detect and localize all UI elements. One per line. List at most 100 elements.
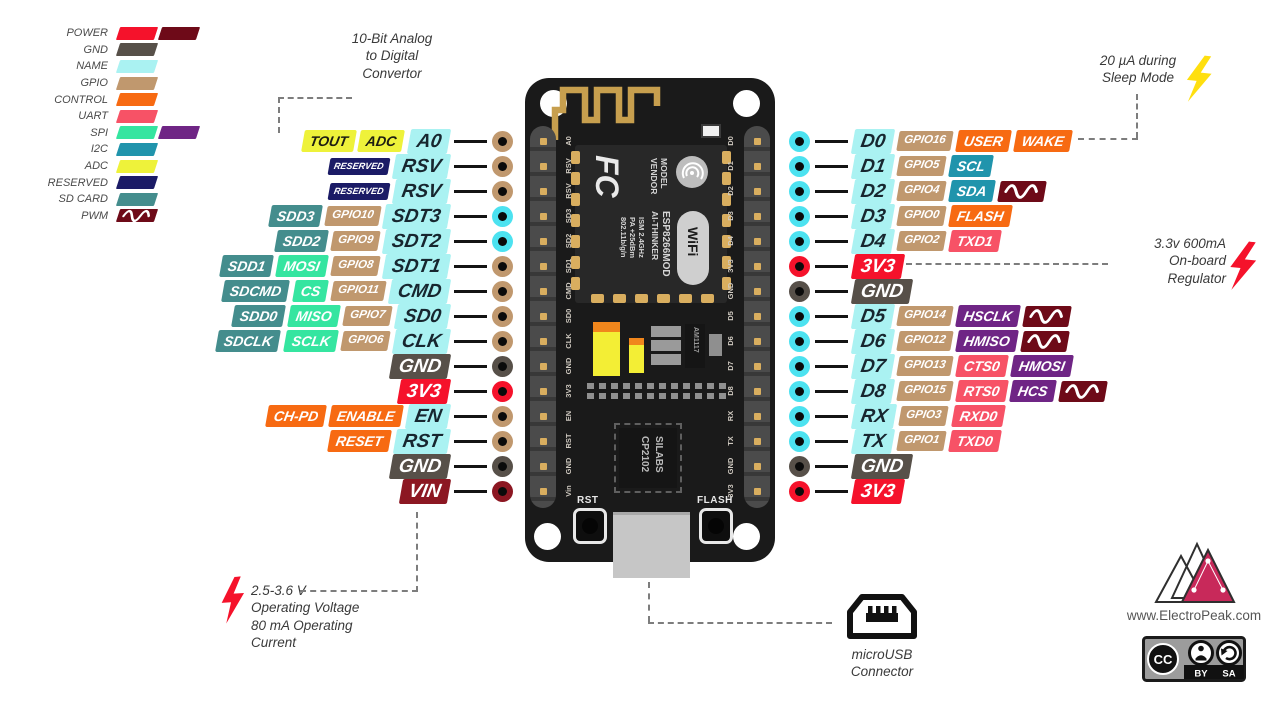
legend-label: SPI xyxy=(90,126,108,139)
mounting-hole xyxy=(733,523,760,550)
pin-circle xyxy=(492,305,513,327)
regulator-chip-text: AM1117 xyxy=(692,327,699,353)
pin-label-wake: WAKE xyxy=(1012,130,1073,152)
header-pin xyxy=(539,437,547,445)
pin-label-sdd1: SDD1 xyxy=(219,255,275,277)
board-edge-label-sd1: SD1 xyxy=(564,258,573,274)
board-edge-label-a0: A0 xyxy=(564,136,573,146)
pin-wire xyxy=(815,389,848,393)
board-edge-label-gnd: GND xyxy=(564,357,573,375)
pin-label-gpio11: GPIO11 xyxy=(330,281,387,301)
flash-button[interactable] xyxy=(699,508,733,544)
pin-label-gpio10: GPIO10 xyxy=(324,206,382,226)
pin-circle xyxy=(789,155,810,177)
usb-note-dash-v xyxy=(648,582,650,622)
pin-wire xyxy=(454,414,487,418)
castellation-pad xyxy=(571,277,580,290)
pin-label-gpio4: GPIO4 xyxy=(896,181,948,201)
pin-wire xyxy=(815,139,848,143)
resistor-pad xyxy=(683,383,690,389)
castellation-pad xyxy=(722,193,731,206)
pin-wire xyxy=(454,264,487,268)
pin-label-gpio8: GPIO8 xyxy=(330,256,382,276)
pin-wire xyxy=(815,314,848,318)
header-pin xyxy=(539,212,547,220)
pin-label-vin: VIN xyxy=(399,478,452,504)
pin-wire xyxy=(815,239,848,243)
pin-circle xyxy=(789,230,810,252)
pin-label-gpio7: GPIO7 xyxy=(342,306,393,326)
legend-label: PWM xyxy=(81,209,108,222)
legend-label: UART xyxy=(78,110,108,123)
pin-label-miso: MISO xyxy=(287,305,341,327)
pin-circle xyxy=(789,180,810,202)
pin-label-d5: D5 xyxy=(850,303,896,329)
board-edge-label-cmd: CMD xyxy=(564,282,573,300)
pin-label-flash: FLASH xyxy=(948,205,1014,227)
pin-label-d0: D0 xyxy=(850,128,896,154)
lightning-icon xyxy=(1226,240,1259,293)
pin-label-gnd: GND xyxy=(850,453,914,479)
pin-label-a0: A0 xyxy=(406,128,452,154)
board-edge-label-d6: D6 xyxy=(726,336,735,346)
voltage-note-dash-h xyxy=(300,590,418,592)
legend-swatch xyxy=(115,43,159,57)
pin-circle xyxy=(789,455,810,477)
castellation-pad xyxy=(679,294,692,303)
pin-wire xyxy=(815,439,848,443)
castellation-pad xyxy=(722,256,731,269)
board-edge-label-d3: D3 xyxy=(726,211,735,221)
pin-label-d3: D3 xyxy=(850,203,896,229)
usb-connector xyxy=(613,512,690,578)
header-pin xyxy=(753,237,761,245)
castellation-pad xyxy=(722,277,731,290)
pin-wire xyxy=(454,314,487,318)
header-pin xyxy=(539,262,547,270)
board-edge-label-rx: RX xyxy=(726,410,735,422)
pin-label-gpio6: GPIO6 xyxy=(340,331,391,351)
pin-label-sdt1: SDT1 xyxy=(382,253,452,279)
note-line: Convertor xyxy=(362,65,422,81)
pin-label-d2: D2 xyxy=(850,178,896,204)
pin-label-sda: SDA xyxy=(948,180,996,202)
legend-label: NAME xyxy=(76,60,108,73)
legend-row-uart: UART xyxy=(28,108,198,125)
resistor xyxy=(651,354,681,365)
header-pin xyxy=(753,187,761,195)
pin-label-3v3: 3V3 xyxy=(396,378,452,404)
pin-circle xyxy=(492,155,513,177)
board-edge-label-gnd: GND xyxy=(564,457,573,475)
note-line: Operating Voltage xyxy=(251,600,360,616)
pin-label-gpio14: GPIO14 xyxy=(896,306,954,326)
castellation-pad xyxy=(571,235,580,248)
board-edge-label-rsv: RSV xyxy=(564,158,573,174)
board-edge-label-d7: D7 xyxy=(726,361,735,371)
pin-row-right-6: GND xyxy=(789,278,914,304)
flash-button-label: FLASH xyxy=(697,495,733,506)
board-edge-label-tx: TX xyxy=(726,436,735,446)
pin-label-d8: D8 xyxy=(850,378,896,404)
castellation-pad xyxy=(722,151,731,164)
pin-label-clk: CLK xyxy=(391,328,452,354)
pin-circle xyxy=(789,305,810,327)
castellation-pad xyxy=(722,214,731,227)
legend-swatch xyxy=(157,26,201,40)
mounting-hole xyxy=(534,523,561,550)
pin-label-gpio3: GPIO3 xyxy=(898,406,950,426)
pin-label-cs: CS xyxy=(291,280,329,302)
rst-button[interactable] xyxy=(573,508,607,544)
pin-label-tout: TOUT xyxy=(300,130,357,152)
pin-label-gpio15: GPIO15 xyxy=(896,381,954,401)
note-line: 20 µA during xyxy=(1099,53,1177,68)
